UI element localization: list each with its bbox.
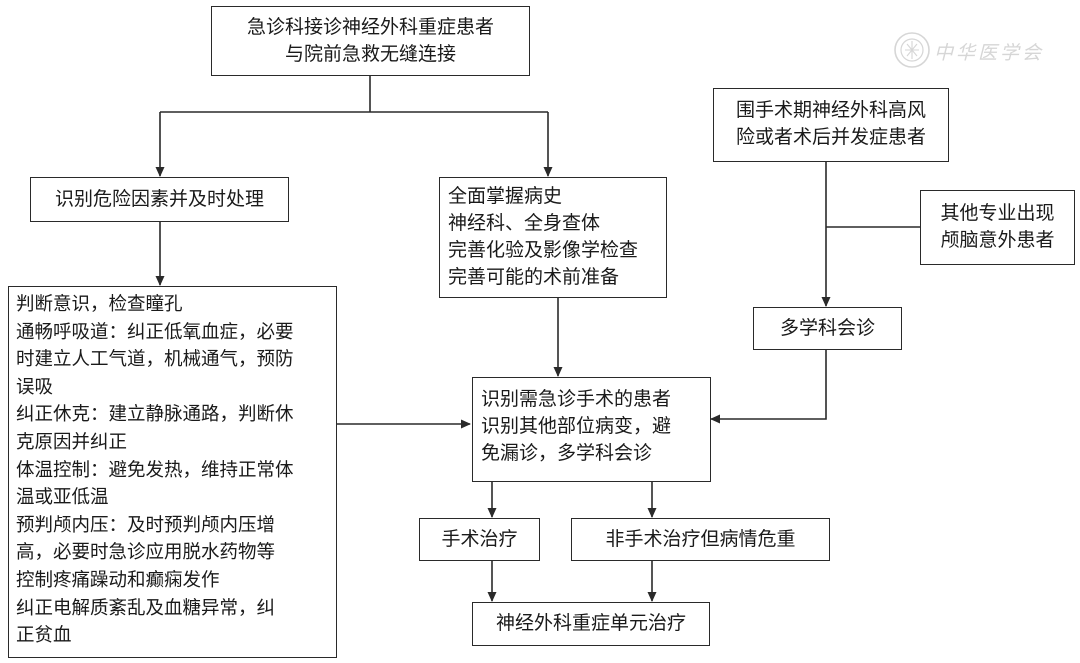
box-identify-risk: 识别危险因素并及时处理: [30, 177, 289, 222]
measure-line: 克原因并纠正: [16, 431, 128, 453]
box-perioperative: 围手术期神经外科高风 险或者术后并发症患者: [713, 88, 949, 162]
box-perioperative-line: 险或者术后并发症患者: [735, 126, 926, 148]
box-ed-admission: 急诊科接诊神经外科重症患者 与院前急救无缝连接: [211, 6, 530, 76]
box-history-exam-line: 全面掌握病史: [448, 185, 563, 207]
measure-line: 时建立人工气道，机械通气，预防: [16, 349, 294, 371]
box-identify-surgery-line: 识别其他部位病变，避: [481, 415, 672, 437]
box-history-exam-line: 神经科、全身查体: [448, 212, 601, 234]
box-identify-risk-line: 识别危险因素并及时处理: [54, 188, 264, 210]
watermark: 中华医学会: [892, 24, 1072, 74]
box-history-exam: 全面掌握病史 神经科、全身查体 完善化验及影像学检查 完善可能的术前准备: [439, 177, 667, 298]
watermark-text: 中华医学会: [934, 42, 1045, 64]
box-neuro-icu: 神经外科重症单元治疗: [472, 602, 710, 646]
box-perioperative-line: 围手术期神经外科高风: [735, 99, 926, 121]
box-other-specialty: 其他专业出现 颅脑意外患者: [920, 190, 1075, 265]
box-other-specialty-line: 其他专业出现: [940, 202, 1055, 224]
box-non-surgery: 非手术治疗但病情危重: [571, 518, 830, 561]
box-surgery: 手术治疗: [419, 518, 540, 561]
box-identify-surgery-line: 免漏诊，多学科会诊: [481, 442, 653, 464]
measure-line: 判断意识，检查瞳孔: [16, 294, 183, 315]
measure-line: 正贫血: [16, 625, 72, 647]
box-ed-admission-line: 急诊科接诊神经外科重症患者: [246, 16, 494, 38]
box-ed-admission-line: 与院前急救无缝连接: [284, 43, 456, 65]
box-history-exam-line: 完善化验及影像学检查: [448, 239, 639, 261]
box-history-exam-line: 完善可能的术前准备: [448, 266, 620, 288]
box-mdt-line: 多学科会诊: [779, 317, 875, 339]
measure-line: 纠正休克：建立静脉通路，判断休: [16, 404, 294, 426]
measure-line: 误吸: [16, 376, 54, 398]
box-other-specialty-line: 颅脑意外患者: [940, 229, 1055, 251]
measure-line: 预判颅内压：及时预判颅内压增: [16, 514, 276, 536]
box-identify-surgery-line: 识别需急诊手术的患者: [481, 388, 672, 410]
measure-line: 高，必要时急诊应用脱水药物等: [16, 542, 276, 564]
watermark-seal-icon: [894, 32, 930, 68]
measure-line: 通畅呼吸道：纠正低氧血症，必要: [16, 321, 294, 343]
measure-line: 纠正电解质紊乱及血糖异常，纠: [16, 597, 276, 619]
box-surgery-line: 手术治疗: [441, 528, 518, 550]
box-identify-surgery: 识别需急诊手术的患者 识别其他部位病变，避 免漏诊，多学科会诊: [472, 377, 711, 482]
measure-line: 体温控制：避免发热，维持正常体: [16, 459, 294, 481]
box-mdt: 多学科会诊: [753, 307, 902, 350]
arrow-mdt-to-identify-surgery: [710, 350, 827, 424]
box-emergency-measures: 判断意识，检查瞳孔 通畅呼吸道：纠正低氧血症，必要 时建立人工气道，机械通气，预…: [8, 286, 337, 658]
box-non-surgery-line: 非手术治疗但病情危重: [605, 528, 796, 550]
measure-line: 控制疼痛躁动和癫痫发作: [16, 569, 220, 591]
measure-line: 温或亚低温: [16, 487, 109, 509]
box-neuro-icu-line: 神经外科重症单元治疗: [495, 612, 686, 634]
